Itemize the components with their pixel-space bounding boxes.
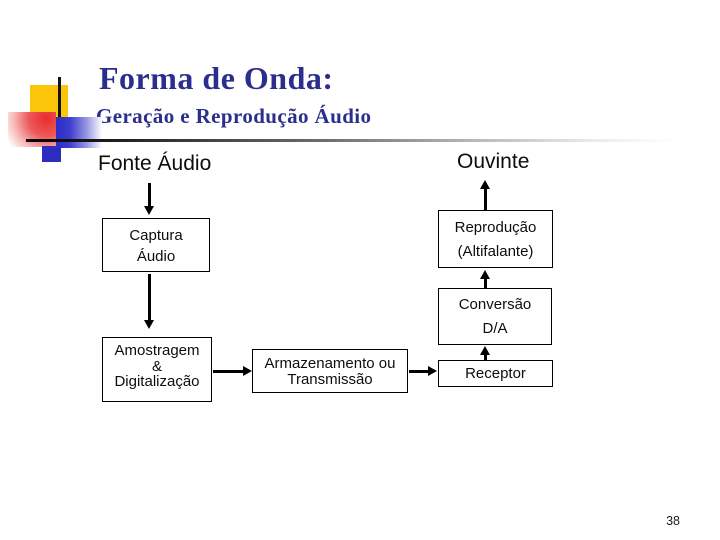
box-line: & [151,357,162,375]
box-line: Captura [129,227,183,244]
slide-subtitle: Geração e Reprodução Áudio [96,104,372,128]
box-line: (Altifalante) [457,243,534,260]
box-amostragem-digitalizacao: Amostragem & Digitalização [102,337,212,402]
label-ouvinte: Ouvinte [457,150,530,173]
box-reproducao-altifalante: Reprodução (Altifalante) [438,210,553,268]
box-captura-audio: Captura Áudio [102,218,210,272]
box-receptor: Receptor [438,360,553,387]
box-line: Receptor [465,365,526,382]
box-armazenamento-transmissao: Armazenamento ou Transmissão [252,349,408,393]
label-fonte-audio: Fonte Áudio [98,152,212,175]
box-line: Amostragem [114,342,200,359]
box-line: Armazenamento ou [264,355,396,372]
box-conversao-da: Conversão D/A [438,288,552,345]
box-line: Áudio [136,248,176,265]
header-divider-rule [26,139,688,142]
box-line: Reprodução [454,219,537,236]
logo-blue-small-square [42,146,61,162]
box-line: Conversão [458,296,532,313]
logo-blue-gradient-square [56,117,102,148]
box-line: D/A [482,320,508,337]
slide-title: Forma de Onda: [99,60,334,96]
box-line: Digitalização [114,373,200,390]
box-line: Transmissão [287,371,373,388]
page-number: 38 [666,514,680,528]
